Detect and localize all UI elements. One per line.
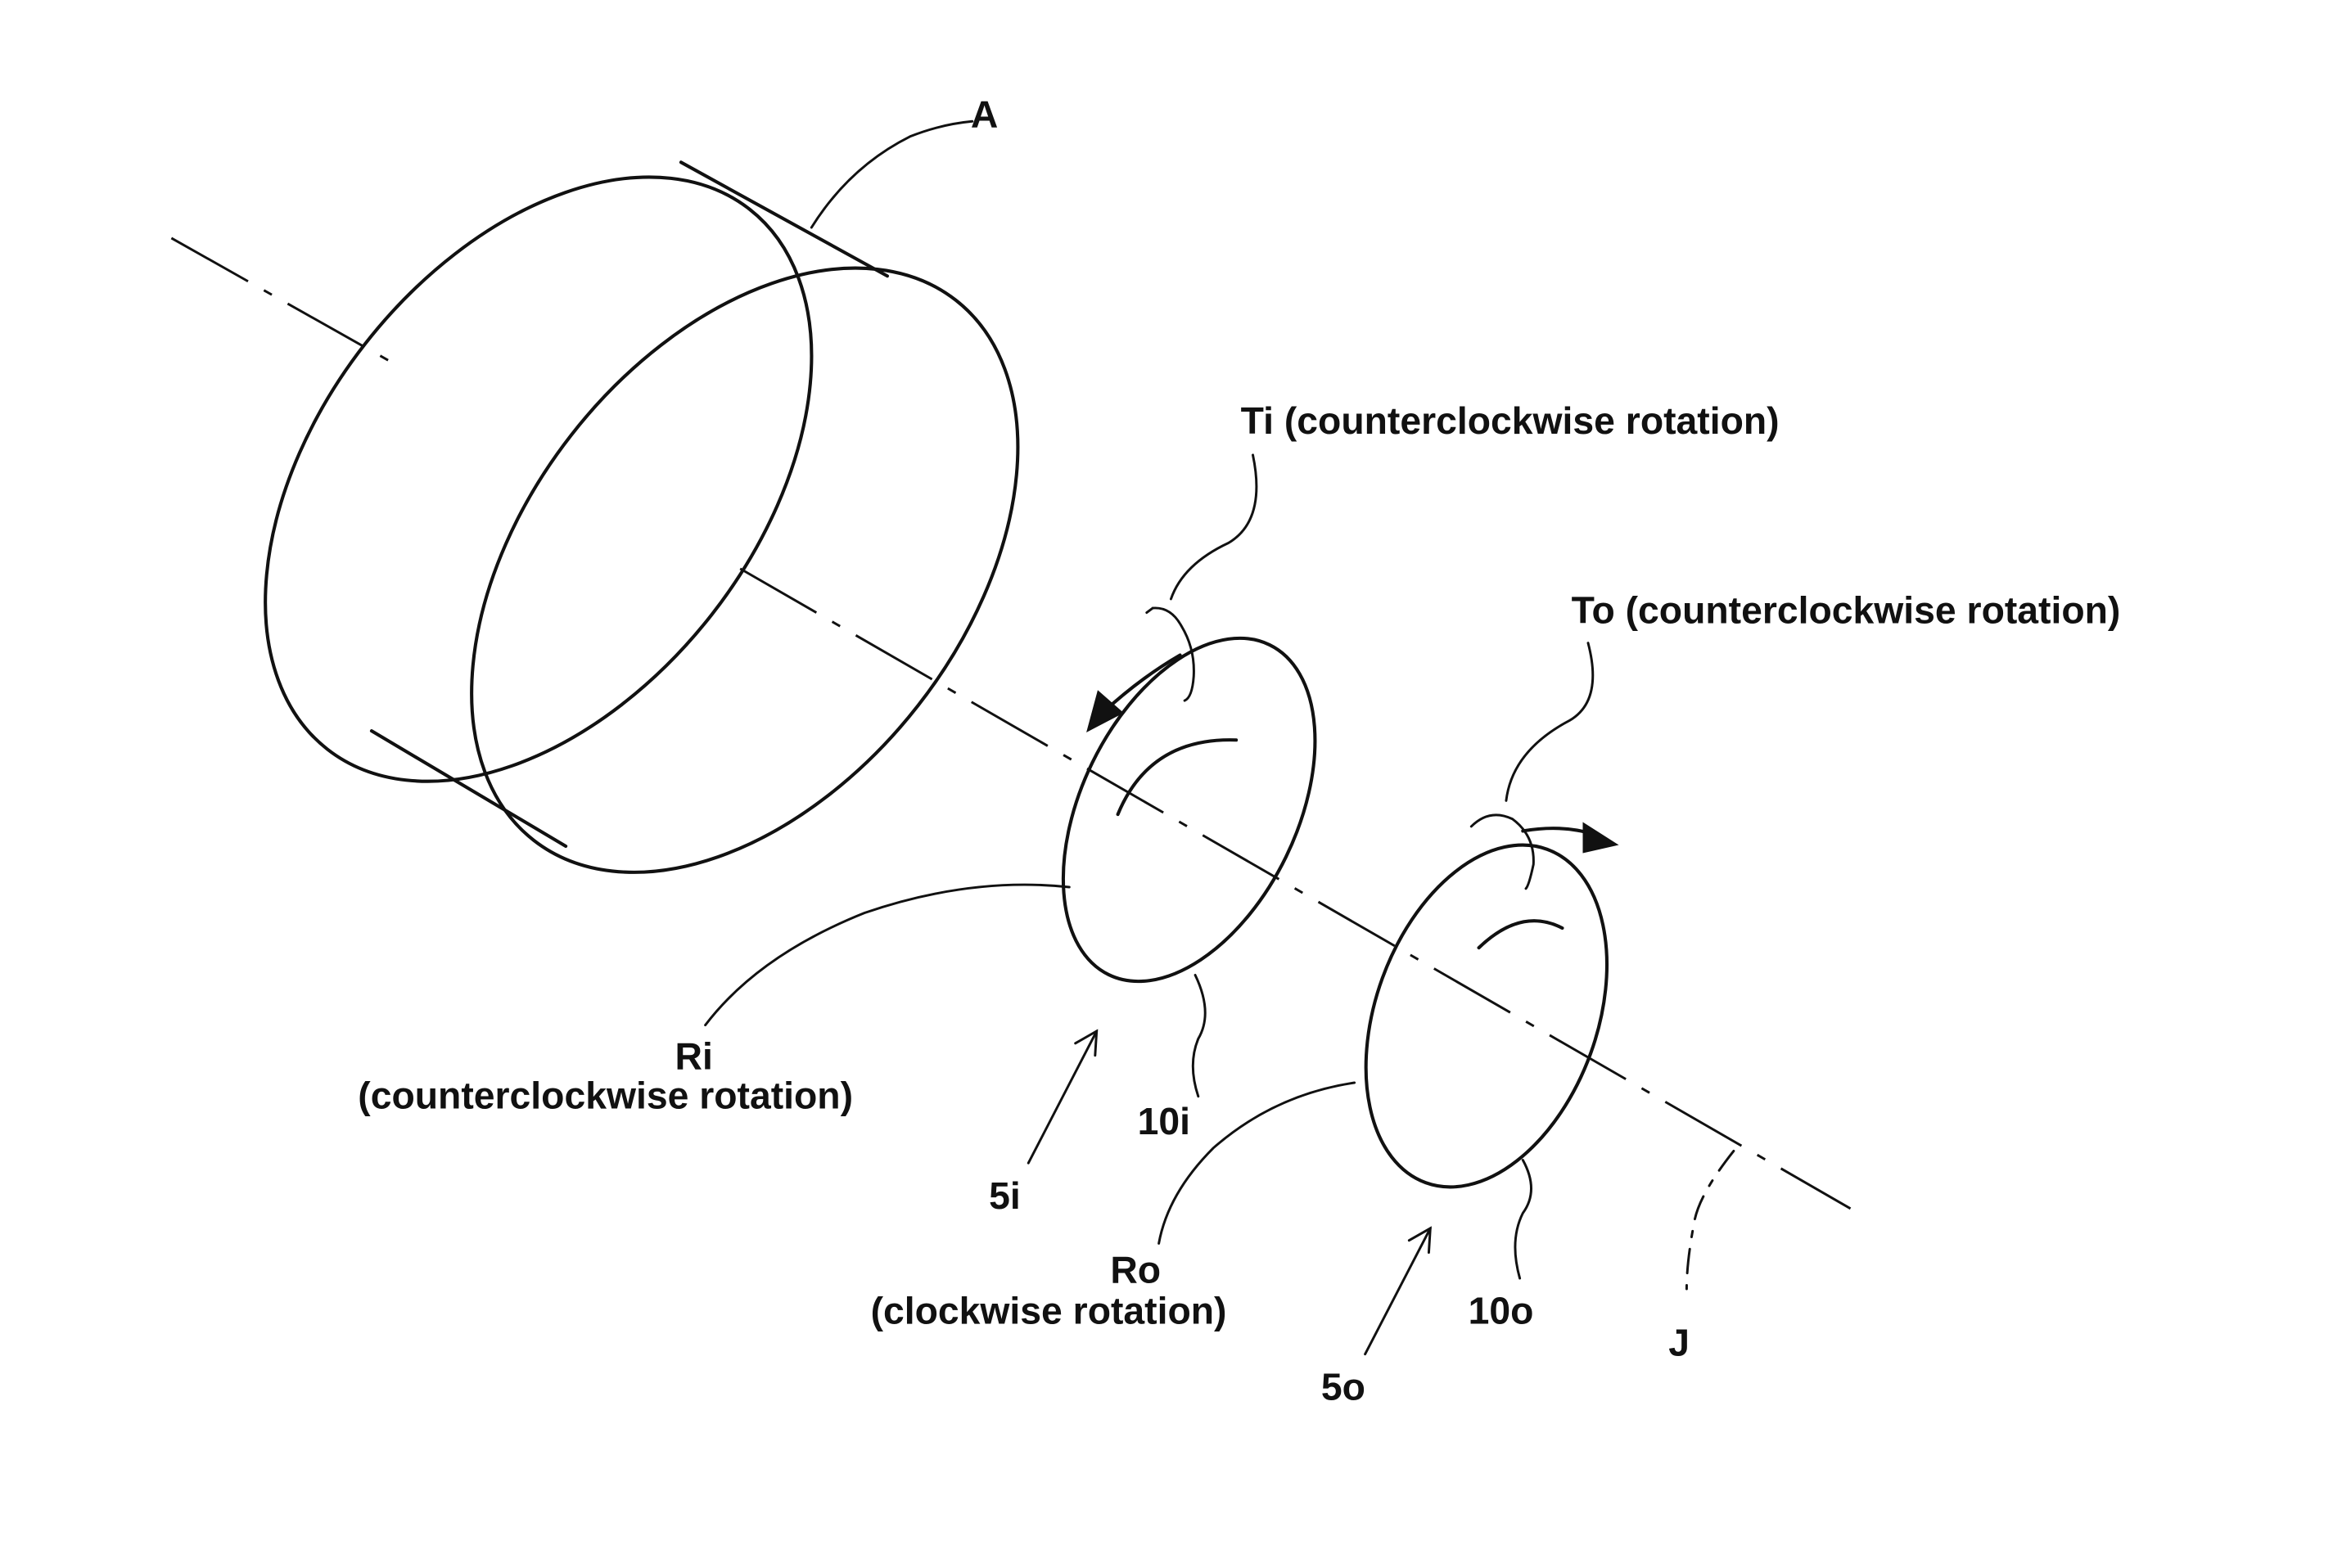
leader-a (811, 121, 972, 228)
ref-arrow-5o-shaft (1365, 1228, 1431, 1354)
ref-arrow-5i-shaft (1028, 1031, 1096, 1163)
label-ri-line2: (counterclockwise rotation) (358, 1075, 853, 1117)
torque-curl-to (1471, 815, 1533, 889)
disc-10i-outline (1012, 597, 1366, 1021)
label-5o: 5o (1321, 1365, 1365, 1408)
rotation-arrow-10i-head (1088, 692, 1123, 731)
label-10o: 10o (1469, 1290, 1534, 1332)
label-ri-line1: Ri (675, 1034, 713, 1077)
rotation-arrow-10i (1103, 656, 1180, 713)
label-j: J (1668, 1322, 1690, 1364)
disc-10i-inner-arc (1118, 740, 1237, 814)
label-5i: 5i (989, 1174, 1021, 1217)
leader-10i (1193, 975, 1205, 1096)
label-ro-line2: (clockwise rotation) (871, 1290, 1227, 1332)
label-ro-line1: Ro (1110, 1249, 1161, 1291)
label-ti: Ti (counterclockwise rotation) (1241, 399, 1780, 442)
leader-to (1506, 643, 1593, 801)
disc-10o-outline (1322, 812, 1652, 1221)
leader-10o (1515, 1160, 1532, 1279)
label-a: A (971, 93, 998, 136)
leader-j (1686, 1151, 1733, 1289)
cylinder-top-edge (681, 162, 887, 276)
cylinder-bottom-edge (372, 731, 566, 846)
label-10i: 10i (1138, 1100, 1190, 1142)
leader-ri (706, 885, 1070, 1025)
label-to: To (counterclockwise rotation) (1572, 589, 2121, 632)
disc-10o (1322, 812, 1652, 1221)
disc-10i (1012, 597, 1366, 1021)
leader-ti (1171, 455, 1256, 599)
disc-10o-inner-arc (1479, 921, 1563, 948)
rotation-arrow-10o-head (1583, 823, 1617, 852)
cylinder-a (154, 74, 1129, 975)
torque-curl-ti-tail (1147, 608, 1153, 613)
